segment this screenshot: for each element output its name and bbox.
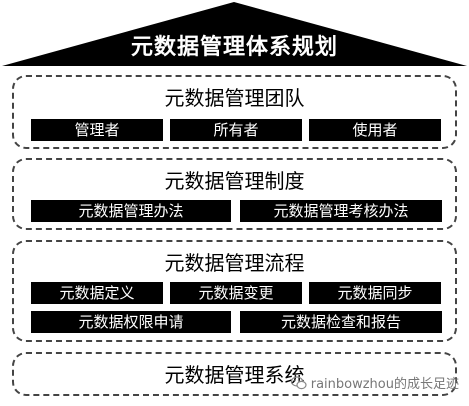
section-system: 元数据管理系统 (12, 352, 457, 396)
wechat-icon (290, 375, 307, 389)
team-item-user: 使用者 (309, 119, 441, 141)
section-title-system: 元数据管理系统 (164, 363, 305, 387)
process-item-sync: 元数据同步 (309, 282, 441, 304)
section-title-policy: 元数据管理制度 (164, 169, 305, 193)
process-item-check-report: 元数据检查和报告 (240, 311, 442, 333)
section-title-team: 元数据管理团队 (164, 86, 305, 110)
roof-title: 元数据管理体系规划 (130, 35, 338, 60)
policy-item-assessment-method: 元数据管理考核办法 (240, 200, 442, 222)
roof-header: 元数据管理体系规划 (0, 0, 469, 70)
section-title-process: 元数据管理流程 (164, 251, 305, 275)
process-item-permission-request: 元数据权限申请 (31, 311, 231, 333)
section-team: 元数据管理团队 管理者 所有者 使用者 (12, 75, 457, 149)
section-process: 元数据管理流程 元数据定义 元数据变更 元数据同步 元数据权限申请 元数据检查和… (12, 240, 457, 342)
roof-shape (2, 2, 467, 66)
team-item-owner: 所有者 (170, 119, 302, 141)
process-item-change: 元数据变更 (170, 282, 302, 304)
watermark-text: rainbowzhou的成长足迹 (310, 377, 459, 392)
process-item-definition: 元数据定义 (31, 282, 163, 304)
policy-item-management-method: 元数据管理办法 (31, 200, 231, 222)
team-item-manager: 管理者 (31, 119, 163, 141)
section-policy: 元数据管理制度 元数据管理办法 元数据管理考核办法 (12, 158, 457, 230)
watermark: rainbowzhou的成长足迹 (290, 373, 459, 392)
